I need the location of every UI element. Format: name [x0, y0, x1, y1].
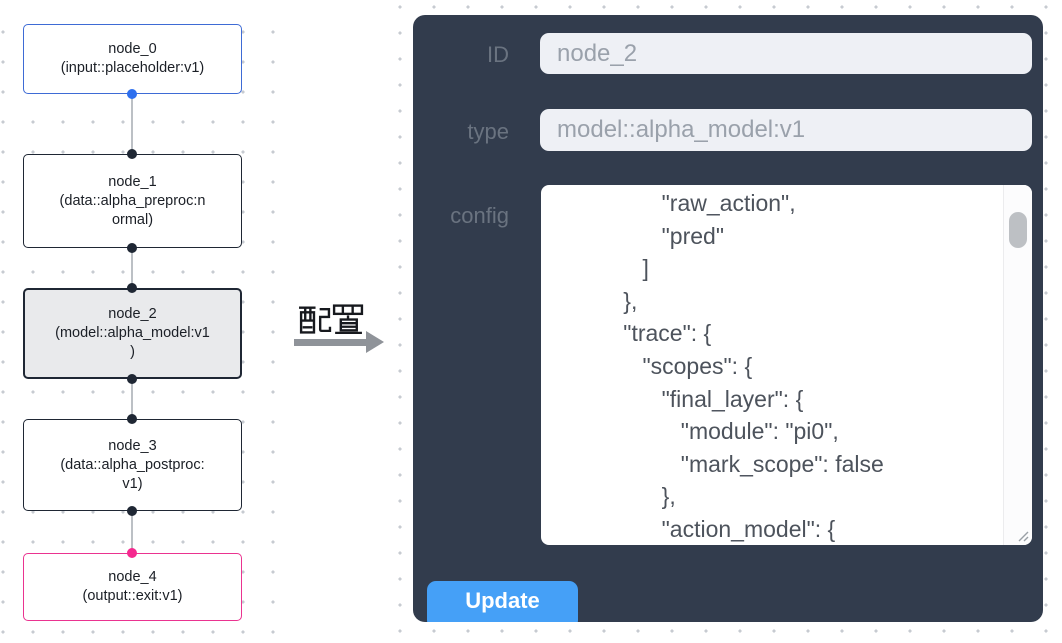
- scrollbar-thumb[interactable]: [1009, 212, 1027, 248]
- peizhi-glyphs-icon: [299, 304, 364, 335]
- id-input-value: node_2: [557, 39, 638, 67]
- node-subtitle: (data::alpha_postproc:: [60, 456, 205, 473]
- flow-node-node-1[interactable]: node_1 (data::alpha_preproc:n ormal): [23, 154, 242, 248]
- flow-node-node-0[interactable]: node_0 (input::placeholder:v1): [23, 24, 242, 94]
- connection-handle[interactable]: [127, 374, 137, 384]
- node-subtitle: v1): [122, 475, 143, 492]
- update-button[interactable]: Update: [427, 581, 578, 622]
- node-title: node_4: [108, 569, 157, 585]
- type-field-label: type: [467, 119, 509, 144]
- config-field-label: config: [450, 203, 509, 228]
- flow-node-node-4[interactable]: node_4 (output::exit:v1): [23, 553, 242, 621]
- node-title: node_2: [108, 306, 157, 322]
- config-textarea[interactable]: "raw_action", "pred" ] }, "trace": { "sc…: [541, 185, 1032, 545]
- node-title: node_1: [108, 173, 157, 190]
- node-title: node_0: [108, 41, 157, 57]
- connection-handle[interactable]: [127, 414, 137, 424]
- node-subtitle: ): [130, 344, 135, 360]
- type-input[interactable]: model::alpha_model:v1: [540, 109, 1032, 151]
- node-subtitle: (input::placeholder:v1): [60, 60, 205, 76]
- id-field-label: ID: [487, 42, 509, 67]
- flow-node-node-2-selected[interactable]: node_2 (model::alpha_model:v1 ): [23, 288, 242, 379]
- connection-handle[interactable]: [127, 548, 137, 558]
- resize-grip-icon[interactable]: [1015, 528, 1029, 542]
- connection-handle[interactable]: [127, 283, 137, 293]
- node-subtitle: (data::alpha_preproc:n: [59, 192, 206, 209]
- config-json-text: "raw_action", "pred" ] }, "trace": { "sc…: [623, 190, 884, 542]
- configure-transition-label: [298, 303, 364, 339]
- node-title: node_3: [108, 437, 157, 454]
- node-config-panel: ID node_2 type model::alpha_model:v1 con…: [413, 15, 1043, 622]
- type-input-value: model::alpha_model:v1: [557, 116, 806, 143]
- connection-handle[interactable]: [127, 149, 137, 159]
- connection-handle[interactable]: [127, 243, 137, 253]
- node-subtitle: (output::exit:v1): [82, 588, 183, 604]
- id-input[interactable]: node_2: [540, 33, 1032, 74]
- configure-arrow-head-icon: [366, 331, 384, 353]
- node-subtitle: ormal): [111, 211, 154, 228]
- node-subtitle: (model::alpha_model:v1: [55, 325, 210, 341]
- connection-handle[interactable]: [127, 89, 137, 99]
- flow-node-node-3[interactable]: node_3 (data::alpha_postproc: v1): [23, 419, 242, 511]
- configure-arrow-shaft: [294, 339, 368, 346]
- connection-handle[interactable]: [127, 506, 137, 516]
